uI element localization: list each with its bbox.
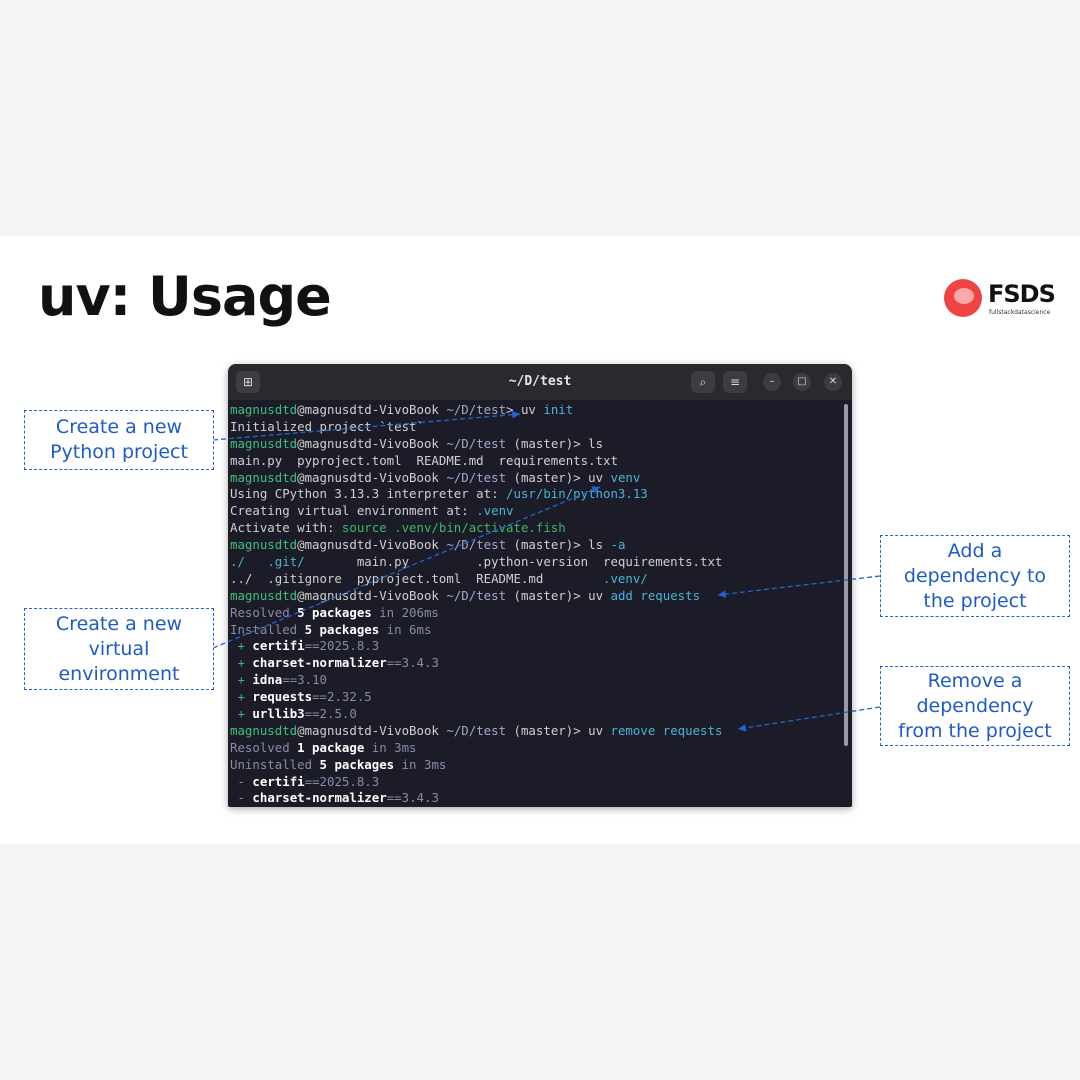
terminal-output[interactable]: magnusdtd@magnusdtd-VivoBook ~/D/test> u… [228, 400, 842, 807]
output-line: Installed 5 packages in 6ms [230, 621, 432, 637]
new-tab-icon[interactable]: ⊞ [236, 371, 260, 393]
callout-create-project: Create a new Python project [24, 410, 214, 470]
callout-remove-dependency: Remove a dependency from the project [880, 666, 1070, 746]
window-title: ~/D/test [508, 374, 572, 389]
close-icon[interactable]: ✕ [824, 373, 842, 391]
minimize-icon[interactable]: – [763, 373, 781, 391]
prompt-line: magnusdtd@magnusdtd-VivoBook ~/D/test> u… [230, 402, 574, 417]
logo-mascot-icon [944, 279, 982, 317]
terminal-scrollbar[interactable] [844, 404, 848, 746]
callout-add-dependency: Add a dependency to the project [880, 535, 1070, 617]
installed-package-line: + certifi==2025.8.3 [237, 638, 380, 654]
output-line: Activate with: source .venv/bin/activate… [230, 520, 566, 536]
slide-title: uv: Usage [38, 265, 332, 328]
fsds-logo: FSDS fullstackdatascience [944, 279, 1056, 319]
uninstalled-package-line: - certifi==2025.8.3 [237, 773, 380, 789]
output-line: ../ .gitignore pyproject.toml README.md … [230, 570, 648, 586]
prompt-line: magnusdtd@magnusdtd-VivoBook ~/D/test (m… [230, 537, 626, 553]
uninstalled-package-line: - charset-normalizer==3.4.3 [237, 790, 439, 806]
output-line: Creating virtual environment at: .venv [230, 503, 514, 519]
prompt-line: magnusdtd@magnusdtd-VivoBook ~/D/test (m… [230, 435, 604, 451]
installed-package-line: + urllib3==2.5.0 [237, 706, 357, 722]
logo-text: FSDS [988, 280, 1056, 308]
output-line: Resolved 5 packages in 206ms [230, 604, 439, 620]
terminal-titlebar: ⊞ ~/D/test ⌕ ≡ – □ ✕ [228, 364, 852, 400]
hamburger-menu-icon[interactable]: ≡ [723, 371, 747, 393]
installed-package-line: + idna==3.10 [237, 672, 328, 688]
output-line: Using CPython 3.13.3 interpreter at: /us… [230, 486, 648, 502]
search-icon[interactable]: ⌕ [691, 371, 715, 393]
prompt-line: magnusdtd@magnusdtd-VivoBook ~/D/test (m… [230, 469, 641, 485]
output-line: Resolved 1 package in 3ms [230, 739, 417, 755]
prompt-line: magnusdtd@magnusdtd-VivoBook ~/D/test (m… [230, 587, 701, 603]
callout-create-venv: Create a new virtual environment [24, 608, 214, 690]
output-line: Uninstalled 5 packages in 3ms [230, 756, 447, 772]
installed-package-line: + requests==2.32.5 [237, 689, 372, 705]
output-line: main.py pyproject.toml README.md require… [230, 452, 618, 468]
output-line: Initialized project `test` [230, 418, 424, 434]
installed-package-line: + charset-normalizer==3.4.3 [237, 655, 439, 671]
prompt-line: magnusdtd@magnusdtd-VivoBook ~/D/test (m… [230, 722, 723, 738]
terminal-window: ⊞ ~/D/test ⌕ ≡ – □ ✕ magnusdtd@magnusdtd… [228, 364, 852, 807]
output-line: ./ .git/ main.py .python-version require… [230, 554, 723, 570]
logo-subtitle: fullstackdatascience [989, 309, 1051, 316]
maximize-icon[interactable]: □ [793, 373, 811, 391]
